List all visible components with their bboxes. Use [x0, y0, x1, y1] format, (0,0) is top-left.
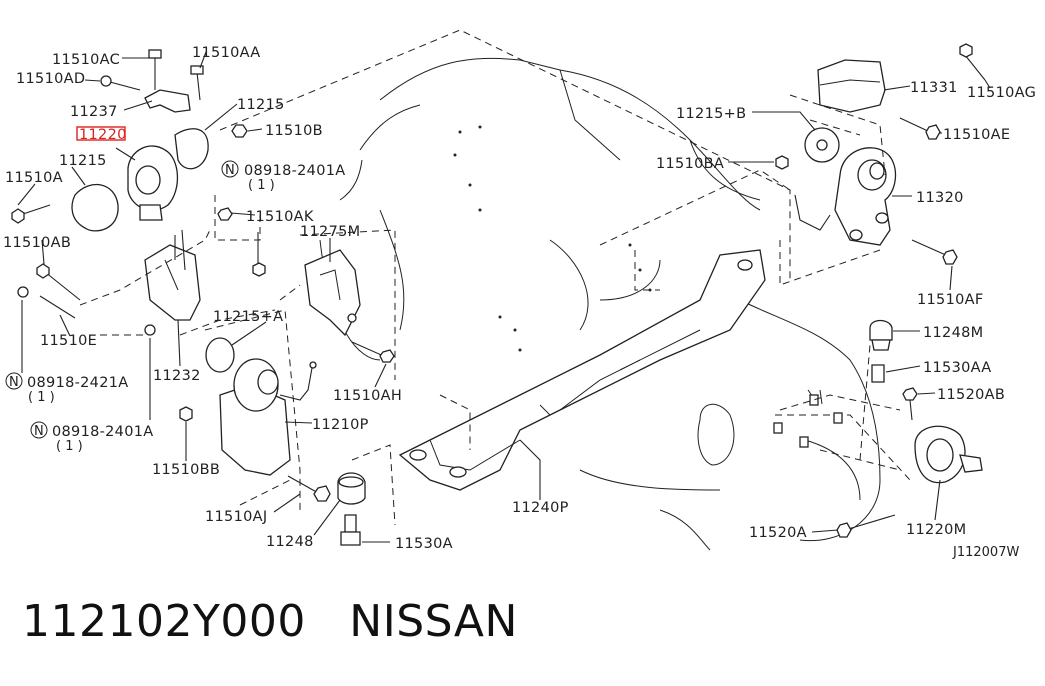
label-11215-plus-A: 11215+A: [213, 309, 283, 325]
label-11331: 11331: [910, 80, 958, 96]
label-11510B: 11510B: [265, 123, 323, 139]
label-11510AG: 11510AG: [967, 85, 1036, 101]
label-qty-mid: ( 1 ): [28, 390, 55, 405]
label-11510AC: 11510AC: [52, 52, 120, 68]
label-11520AB: 11520AB: [937, 387, 1005, 403]
label-11510E: 11510E: [40, 333, 97, 349]
label-11232: 11232: [153, 368, 201, 384]
label-11220M: 11220M: [906, 522, 966, 538]
nut-symbol-b: [5, 372, 23, 390]
part-caption: 112102Y000 NISSAN: [22, 596, 518, 647]
label-11215-plus-B: 11215+B: [676, 106, 746, 122]
left-mount-assembly: [11, 49, 276, 422]
label-11510A: 11510A: [5, 170, 63, 186]
label-11510AD: 11510AD: [16, 71, 85, 87]
label-11215-left: 11215: [59, 153, 107, 169]
highlight-box-11220: [76, 126, 126, 141]
label-11237: 11237: [70, 104, 118, 120]
label-11530AA: 11530AA: [923, 360, 991, 376]
label-11240P: 11240P: [512, 500, 569, 516]
label-08918-2401A-top: 08918-2401A: [244, 163, 345, 179]
label-11510BB: 11510BB: [152, 462, 220, 478]
label-11220-highlighted: 11220: [79, 127, 127, 143]
label-11520A: 11520A: [749, 525, 807, 541]
right-lower-mount: [773, 319, 983, 538]
label-11530A: 11530A: [395, 536, 453, 552]
label-qty-top: ( 1 ): [248, 178, 275, 193]
label-11510AK: 11510AK: [246, 209, 314, 225]
nut-symbol-c: [30, 421, 48, 439]
label-11275M: 11275M: [300, 224, 360, 240]
label-11320: 11320: [916, 190, 964, 206]
label-11215-top: 11215: [237, 97, 285, 113]
transmission-outline: [579, 299, 911, 551]
nut-symbol-c-letter: N: [34, 424, 44, 439]
nut-symbol-a: [221, 160, 239, 178]
part-labels: 11510AC 11510AA 11510AD 11237 11215 1151…: [3, 45, 1036, 560]
label-11248: 11248: [266, 534, 314, 550]
label-11210P: 11210P: [312, 417, 369, 433]
label-11510AE: 11510AE: [943, 127, 1010, 143]
label-qty-bottom: ( 1 ): [56, 439, 83, 454]
label-11510AJ: 11510AJ: [205, 509, 267, 525]
lower-mount-assembly: [204, 309, 471, 546]
label-11510BA: 11510BA: [656, 156, 724, 172]
label-08918-2421A: 08918-2421A: [27, 375, 128, 391]
crossmember-11240P: [398, 249, 766, 491]
leader-lines: [17, 51, 991, 543]
nut-symbol-b-letter: N: [9, 375, 19, 390]
brand-name: NISSAN: [349, 596, 518, 647]
label-11248M: 11248M: [923, 325, 983, 341]
bracket-11275M: [279, 229, 396, 380]
diagram-code: J112007W: [952, 545, 1019, 560]
part-number: 112102Y000: [22, 596, 306, 647]
nut-symbol-a-letter: N: [225, 163, 235, 178]
label-11510AB: 11510AB: [3, 235, 71, 251]
label-11510AH: 11510AH: [333, 388, 402, 404]
label-11510AF: 11510AF: [917, 292, 984, 308]
right-upper-mount: [775, 43, 986, 286]
label-08918-2401A-bottom: 08918-2401A: [52, 424, 153, 440]
label-11510AA: 11510AA: [192, 45, 260, 61]
